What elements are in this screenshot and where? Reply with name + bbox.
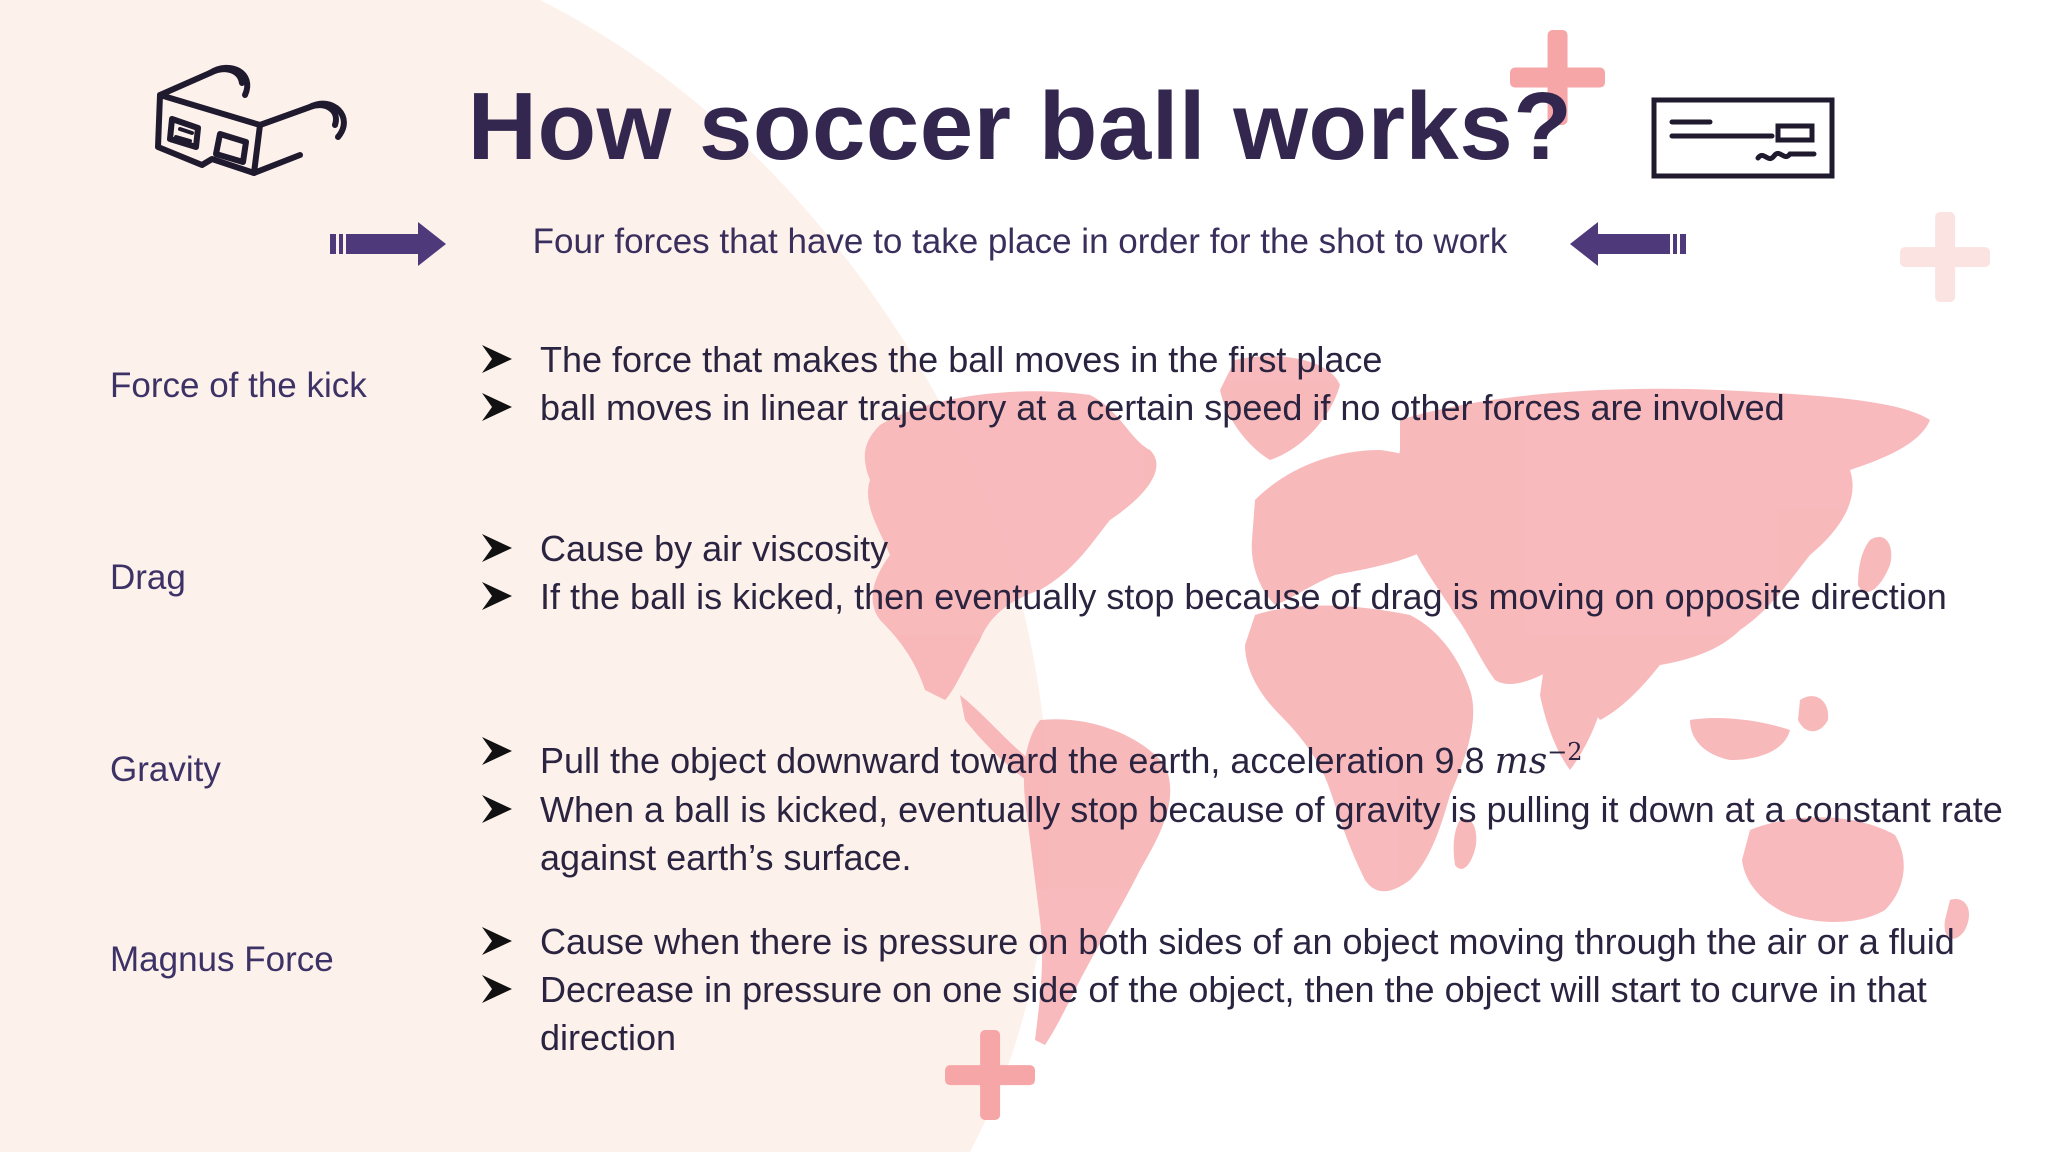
arrowhead-bullet-icon <box>482 393 512 421</box>
ticket-icon <box>1651 97 1835 179</box>
3d-glasses-icon <box>155 64 347 176</box>
list-item: The force that makes the ball moves in t… <box>476 336 2016 384</box>
acceleration-unit: ms <box>1494 741 1548 782</box>
force-label: Gravity <box>110 750 221 789</box>
list-item: Cause when there is pressure on both sid… <box>476 918 2016 966</box>
arrowhead-bullet-icon <box>482 737 512 765</box>
bullet-text: When a ball is kicked, eventually stop b… <box>540 789 2003 878</box>
bullet-list: Cause when there is pressure on both sid… <box>476 918 2016 1062</box>
bullet-text: The force that makes the ball moves in t… <box>540 339 1383 380</box>
left-pointing-arrow-icon <box>1570 222 1686 266</box>
arrowhead-bullet-icon <box>482 975 512 1003</box>
list-item: Decrease in pressure on one side of the … <box>476 966 2016 1062</box>
bullet-list: The force that makes the ball moves in t… <box>476 336 2016 432</box>
bullet-text: Pull the object downward toward the eart… <box>540 740 1495 781</box>
force-label: Magnus Force <box>110 940 334 979</box>
list-item: Cause by air viscosity <box>476 525 2016 573</box>
force-label: Force of the kick <box>110 366 367 405</box>
right-pointing-arrow-icon <box>330 222 446 266</box>
arrowhead-bullet-icon <box>482 927 512 955</box>
arrowhead-bullet-icon <box>482 345 512 373</box>
bullet-text: Cause when there is pressure on both sid… <box>540 921 1955 962</box>
list-item: ball moves in linear trajectory at a cer… <box>476 384 2016 432</box>
list-item: Pull the object downward toward the eart… <box>476 728 2016 786</box>
acceleration-exponent: −2 <box>1547 738 1583 766</box>
arrowhead-bullet-icon <box>482 582 512 610</box>
bullet-text: Decrease in pressure on one side of the … <box>540 969 1927 1058</box>
bullet-text: Cause by air viscosity <box>540 528 889 569</box>
arrowhead-bullet-icon <box>482 795 512 823</box>
bullet-text: If the ball is kicked, then eventually s… <box>540 576 1947 617</box>
bullet-text: ball moves in linear trajectory at a cer… <box>540 387 1785 428</box>
plus-icon <box>1900 212 1990 302</box>
arrowhead-bullet-icon <box>482 534 512 562</box>
bullet-list: Cause by air viscosity If the ball is ki… <box>476 525 2016 621</box>
bullet-list: Pull the object downward toward the eart… <box>476 728 2016 882</box>
subtitle: Four forces that have to take place in o… <box>532 222 1508 261</box>
page-title: How soccer ball works? <box>467 73 1573 180</box>
force-label: Drag <box>110 558 186 597</box>
list-item: If the ball is kicked, then eventually s… <box>476 573 2016 621</box>
list-item: When a ball is kicked, eventually stop b… <box>476 786 2016 882</box>
